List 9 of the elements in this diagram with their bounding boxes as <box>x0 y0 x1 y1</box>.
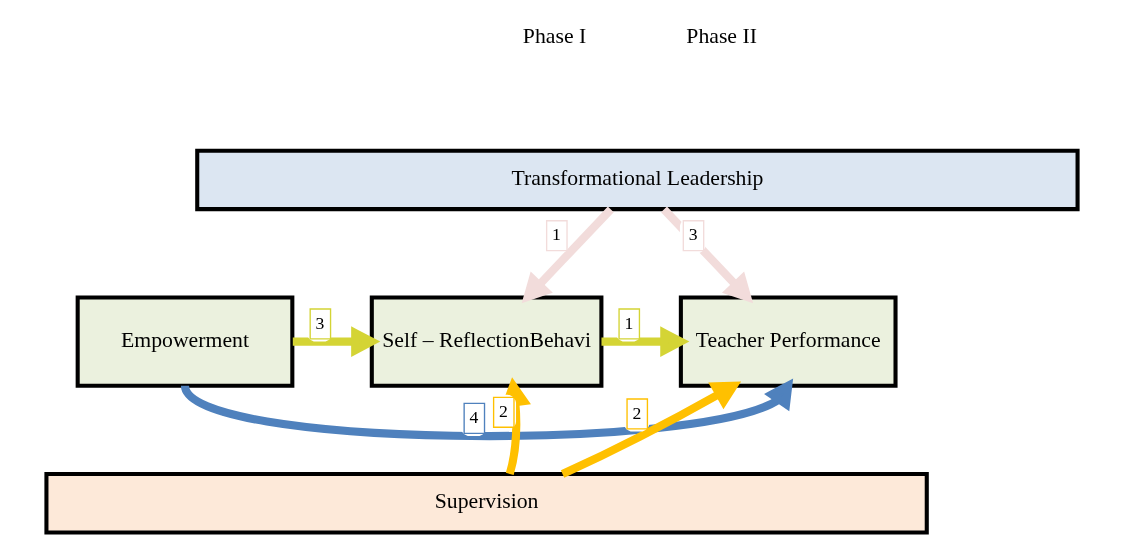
edge-label: 2 <box>631 402 641 423</box>
label: Phase I <box>522 24 586 49</box>
edge-label: 2 <box>498 400 508 421</box>
edge-label: 3 <box>688 224 698 245</box>
edge-label: 4 <box>469 406 478 427</box>
edge-label: 1 <box>623 312 633 333</box>
edge-label: 1 <box>551 224 561 245</box>
edge-label: 3 <box>315 312 324 333</box>
label: Phase II <box>685 24 757 49</box>
